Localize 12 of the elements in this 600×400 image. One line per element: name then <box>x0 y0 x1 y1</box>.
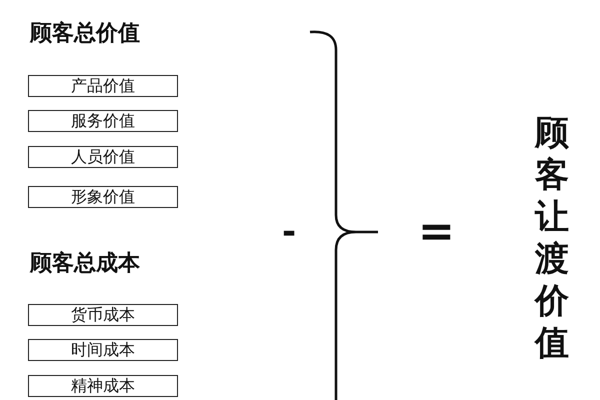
item-box: 服务价值 <box>28 110 178 132</box>
group-heading: 顾客总价值 <box>30 20 140 48</box>
item-box: 货币成本 <box>28 304 178 326</box>
item-box: 形象价值 <box>28 186 178 208</box>
item-box: 人员价值 <box>28 146 178 168</box>
item-box: 精神成本 <box>28 375 178 397</box>
group-heading: 顾客总成本 <box>30 250 140 278</box>
item-box: 时间成本 <box>28 339 178 361</box>
minus-sign: - <box>282 212 296 252</box>
equals-sign: = <box>418 206 455 257</box>
result-heading: 顾客让渡价值 <box>535 112 569 364</box>
item-box: 产品价值 <box>28 75 178 97</box>
